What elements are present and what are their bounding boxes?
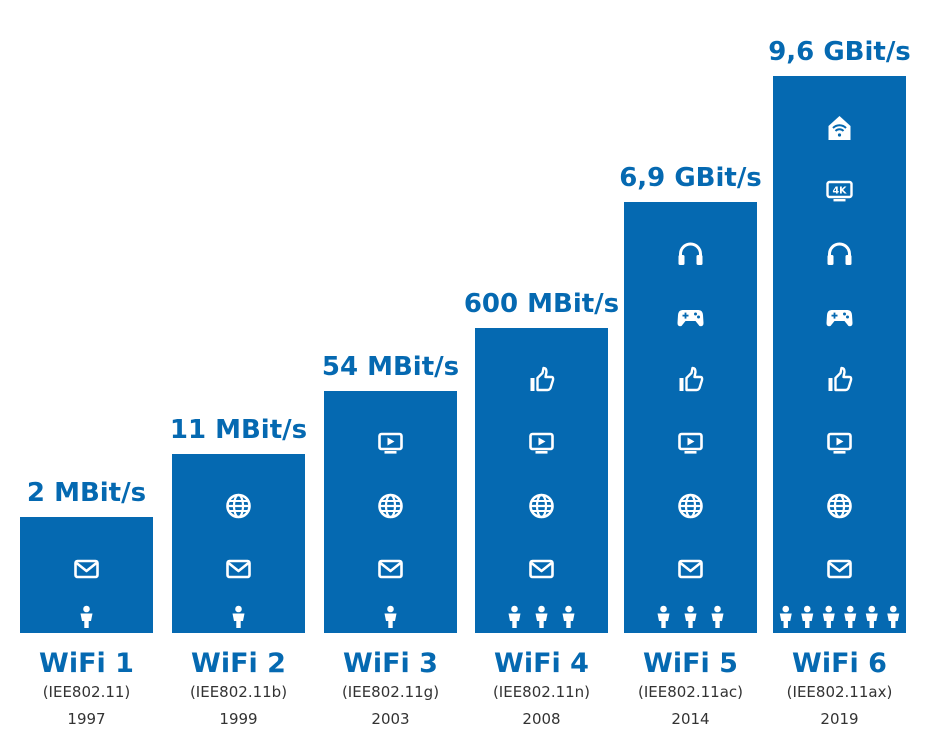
speed-label: 11 MBit/s xyxy=(170,415,307,445)
generation-name: WiFi 5 xyxy=(643,648,738,679)
speed-label: 600 MBit/s xyxy=(464,289,619,319)
generation-group: 9,6 GBit/s 4K WiFi 6 (IEE802.11ax) 2019 xyxy=(768,37,911,728)
tv-4k-label: 4K xyxy=(833,186,848,197)
standard-label: (IEE802.11ax) xyxy=(787,683,893,701)
year-label: 1997 xyxy=(67,710,105,728)
bar xyxy=(475,328,608,633)
generation-name: WiFi 2 xyxy=(191,648,286,679)
speed-label: 54 MBit/s xyxy=(322,352,459,382)
standard-label: (IEE802.11n) xyxy=(493,683,590,701)
standard-label: (IEE802.11) xyxy=(43,683,131,701)
standard-label: (IEE802.11b) xyxy=(190,683,287,701)
bar xyxy=(773,76,906,633)
year-label: 2003 xyxy=(371,710,409,728)
standard-label: (IEE802.11g) xyxy=(342,683,439,701)
year-label: 2008 xyxy=(522,710,560,728)
generation-name: WiFi 1 xyxy=(39,648,134,679)
year-label: 1999 xyxy=(219,710,257,728)
standard-label: (IEE802.11ac) xyxy=(638,683,743,701)
speed-label: 6,9 GBit/s xyxy=(619,163,762,193)
year-label: 2019 xyxy=(820,710,858,728)
generation-name: WiFi 6 xyxy=(792,648,887,679)
bar xyxy=(172,454,305,633)
generation-name: WiFi 3 xyxy=(343,648,438,679)
generation-name: WiFi 4 xyxy=(494,648,589,679)
speed-label: 2 MBit/s xyxy=(27,478,146,508)
year-label: 2014 xyxy=(671,710,709,728)
speed-label: 9,6 GBit/s xyxy=(768,37,911,67)
bar xyxy=(624,202,757,633)
